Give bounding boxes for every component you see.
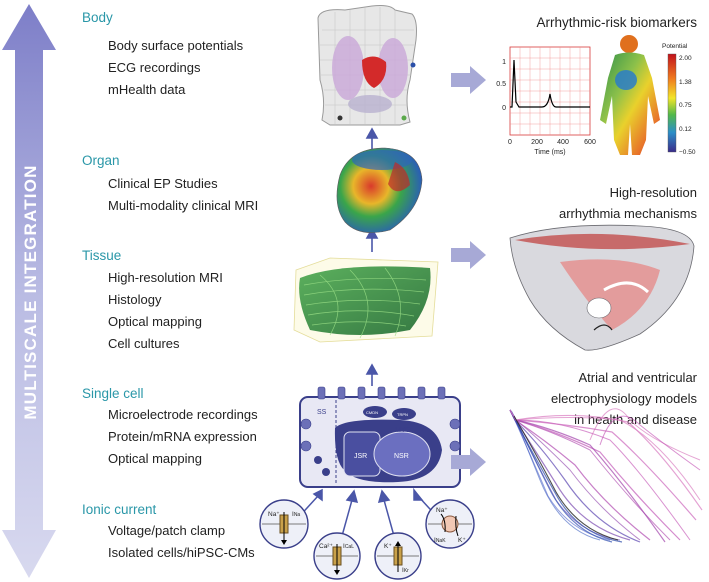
scale-title-body: Body: [82, 10, 113, 25]
scale-item: Body surface potentials: [108, 38, 244, 53]
scale-item: Microelectrode recordings: [108, 407, 258, 422]
multiscale-arrow: MULTISCALE INTEGRATION: [2, 4, 56, 578]
biomarkers-title: Arrhythmic-risk biomarkers: [536, 15, 697, 30]
side-label: MULTISCALE INTEGRATION: [21, 164, 40, 419]
colorbar-tick: 1.38: [679, 79, 692, 86]
scale-title-organ: Organ: [82, 153, 120, 168]
channel-na: Na⁺ INa: [259, 499, 309, 549]
scale-item: ECG recordings: [108, 60, 201, 75]
cell-schematic: SS MYO JSR NSR CMDN TRPN: [299, 386, 461, 488]
body-potential-map: Potential 2.00 1.38 0.75 0.12 −0.50: [600, 35, 696, 156]
scale-title-single-cell: Single cell: [82, 386, 144, 401]
channel-nak-current: INaK: [434, 537, 446, 544]
ecg-xtick: 200: [531, 139, 543, 146]
scale-title-ionic-current: Ionic current: [82, 502, 157, 517]
scale-item: Multi-modality clinical MRI: [108, 198, 259, 213]
scale-item: Optical mapping: [108, 451, 202, 466]
scale-item: Protein/mRNA expression: [108, 429, 257, 444]
tissue-fibres: [293, 257, 439, 343]
models-title: Atrial and ventricular electrophysiology…: [551, 367, 697, 430]
models-title-line: Atrial and ventricular: [578, 370, 698, 385]
scale-item: Optical mapping: [108, 314, 202, 329]
scale-item: Cell cultures: [108, 336, 180, 351]
scale-item: Histology: [108, 292, 162, 307]
colorbar-tick: −0.50: [679, 149, 696, 156]
output-arrows: [451, 66, 486, 476]
cell-label-nsr: NSR: [394, 453, 409, 460]
channel-ca: Ca²⁺ ICaL: [313, 532, 361, 580]
channel-na-current: INa: [292, 511, 300, 518]
channel-connectors: [295, 487, 441, 537]
channel-nak-ion-in: Na⁺: [436, 507, 448, 514]
colorbar-tick: 0.75: [679, 102, 692, 109]
channel-k-current: IKr: [402, 567, 409, 574]
heart-model: [336, 147, 423, 233]
ecg-xtick: 400: [557, 139, 569, 146]
colorbar-tick: 2.00: [679, 55, 692, 62]
mechanisms-title-line: arrhythmia mechanisms: [559, 206, 697, 221]
arrhythmia-heart: [509, 224, 695, 351]
upward-connectors: [365, 127, 379, 386]
ecg-ytick-1: 1: [502, 59, 506, 66]
ecg-ytick-05: 0.5: [496, 81, 506, 88]
ecg-xlabel: Time (ms): [534, 149, 565, 156]
cell-label-ss: SS: [317, 409, 327, 416]
action-potential-traces: [509, 408, 703, 543]
ecg-ytick-0: 0: [502, 105, 506, 112]
mechanisms-title: High-resolution arrhythmia mechanisms: [559, 182, 697, 224]
channel-na-ion: Na⁺: [268, 511, 280, 518]
scale-item: mHealth data: [108, 82, 186, 97]
models-title-line: in health and disease: [574, 412, 697, 427]
models-title-line: electrophysiology models: [551, 391, 697, 406]
scale-item: Voltage/patch clamp: [108, 523, 226, 538]
ecg-xtick: 600: [584, 139, 596, 146]
scale-item: Clinical EP Studies: [108, 176, 218, 191]
mechanisms-title-line: High-resolution: [609, 185, 697, 200]
channel-ca-ion: Ca²⁺: [319, 543, 333, 550]
colorbar-tick: 0.12: [679, 126, 692, 133]
cell-label-cmdn: CMDN: [366, 410, 378, 415]
cell-label-trpn: TRPN: [397, 412, 408, 417]
channel-k: K⁺ IKr: [374, 532, 422, 580]
channel-k-ion: K⁺: [384, 543, 392, 550]
scale-item: High-resolution MRI: [108, 270, 223, 285]
channel-ca-current: ICaL: [343, 543, 354, 550]
scale-item: Isolated cells/hiPSC-CMs: [108, 545, 255, 560]
channel-nak-ion-out: K⁺: [458, 537, 466, 544]
cell-label-myo: MYO: [395, 427, 412, 434]
ecg-xtick: 0: [508, 139, 512, 146]
scale-title-tissue: Tissue: [82, 248, 122, 263]
ecg-plot: 1 0.5 0 0 200 400 600 Time (ms): [496, 46, 596, 156]
torso-model: [317, 5, 417, 126]
channel-nak: Na⁺ K⁺ INaK: [425, 499, 475, 549]
cell-label-jsr: JSR: [354, 453, 367, 460]
colorbar-label: Potential: [662, 43, 688, 50]
